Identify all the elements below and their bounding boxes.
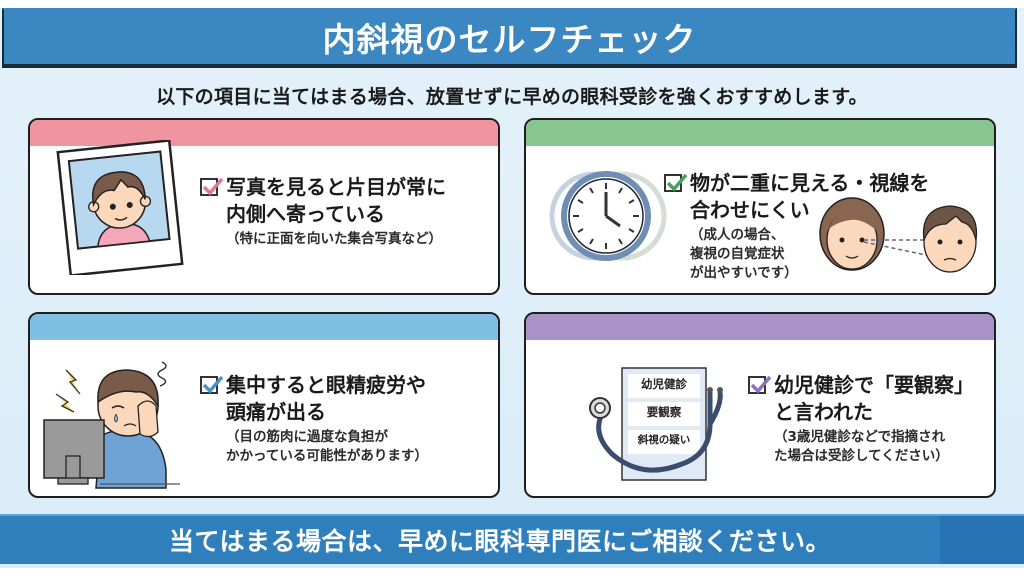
- checklist-card-photo: 写真を見ると片目が常に 内側へ寄っている （特に正面を向いた集合写真など）: [28, 118, 500, 295]
- check-item-text: 物が二重に見える・視線を: [690, 171, 930, 195]
- checklist-card-double-vision: 物が二重に見える・視線を 合わせにくい （成人の場合、 複視の自覚症状 が出やす…: [524, 118, 996, 295]
- check-item-note: が出やすいです）: [690, 265, 798, 281]
- page-title: 内斜視のセルフチェック: [322, 20, 697, 59]
- title-banner: 内斜視のセルフチェック: [2, 8, 1017, 66]
- checklist-card-eye-strain: 集中すると眼精疲労や 頭痛が出る （目の筋肉に過度な負担が かかっている可能性が…: [28, 312, 500, 498]
- checkbox-icon[interactable]: [664, 173, 688, 192]
- footer-message: 当てはまる場合は、早めに眼科専門医にご相談ください。: [168, 527, 831, 556]
- card-header-bar: [526, 314, 994, 340]
- check-item-note: （3歳児健診などで指摘され: [774, 429, 946, 445]
- checklist-card-checkup: 幼児健診 要観察 斜視の疑い 幼児健診で「要観察」 と言われた （3歳児健診など…: [524, 312, 996, 498]
- check-item-note: （成人の場合、: [690, 227, 785, 243]
- chart-label: 要観察: [646, 405, 682, 419]
- checkbox-icon[interactable]: [200, 177, 224, 196]
- checkup-chart-stethoscope-icon: 幼児健診 要観察 斜視の疑い: [582, 364, 742, 488]
- check-item-text: 集中すると眼精疲労や: [226, 373, 426, 397]
- check-item-note: かかっている可能性があります）: [226, 448, 428, 464]
- check-item-text: 合わせにくい: [690, 198, 810, 222]
- check-item-note: 複視の自覚症状: [690, 246, 785, 262]
- check-item-text: 写真を見ると片目が常に: [226, 175, 446, 199]
- check-item-note: た場合は受診してください）: [774, 448, 949, 464]
- card-header-bar: [30, 120, 498, 146]
- check-item-text: と言われた: [774, 400, 873, 424]
- chart-label: 斜視の疑い: [637, 434, 691, 446]
- check-item-text: 幼児健診で「要観察」: [774, 373, 974, 397]
- card-header-bar: [526, 120, 994, 146]
- footer-shade: [940, 516, 1024, 564]
- eye-strain-person-icon: [40, 350, 190, 494]
- chart-label: 幼児健診: [641, 377, 687, 391]
- page-subtitle: 以下の項目に当てはまる場合、放置せずに早めの眼科受診を強くおすすめします。: [156, 86, 868, 108]
- card-text: 写真を見ると片目が常に 内側へ寄っている （特に正面を向いた集合写真など）: [200, 174, 446, 249]
- check-item-text: 内側へ寄っている: [226, 202, 385, 226]
- checkbox-icon[interactable]: [748, 375, 772, 394]
- card-text: 集中すると眼精疲労や 頭痛が出る （目の筋肉に過度な負担が かかっている可能性が…: [200, 372, 428, 466]
- checkbox-icon[interactable]: [200, 375, 224, 394]
- check-item-note: （目の筋肉に過度な負担が: [226, 429, 388, 445]
- photo-of-child-icon: [50, 139, 190, 279]
- card-header-bar: [30, 314, 498, 340]
- check-item-text: 頭痛が出る: [226, 400, 326, 424]
- card-text: 物が二重に見える・視線を 合わせにくい （成人の場合、 複視の自覚症状 が出やす…: [664, 170, 929, 283]
- misaligned-gaze-faces-icon: [816, 194, 986, 278]
- double-vision-clock-icon: [548, 166, 668, 270]
- footer-banner: 当てはまる場合は、早めに眼科専門医にご相談ください。: [0, 514, 1024, 564]
- check-item-note: （特に正面を向いた集合写真など）: [226, 231, 442, 247]
- card-text: 幼児健診で「要観察」 と言われた （3歳児健診などで指摘され た場合は受診してく…: [748, 372, 974, 466]
